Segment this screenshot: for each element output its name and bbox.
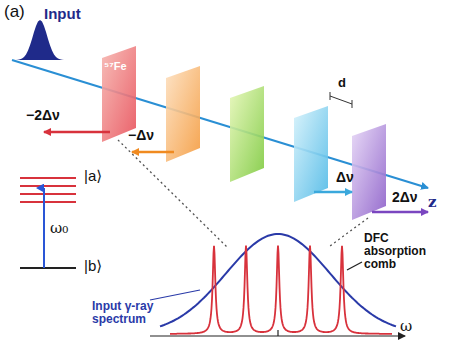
leader-line <box>150 290 200 300</box>
transition-arrow <box>43 188 45 268</box>
input-label: Input <box>44 6 81 23</box>
level-a <box>20 185 76 187</box>
shift-label: −2Δν <box>26 108 60 123</box>
velocity-arrow <box>44 131 110 134</box>
velocity-arrow <box>132 151 174 154</box>
input-pulse <box>8 20 72 60</box>
velocity-arrow <box>314 191 352 194</box>
shift-label: Δν <box>336 170 354 185</box>
level-a <box>20 201 76 203</box>
spectrum-label: Input γ-ray spectrum <box>92 300 172 326</box>
leader-line <box>347 262 362 270</box>
fe-plate <box>352 124 386 220</box>
spacing-mark <box>330 92 352 108</box>
state-label: |b⟩ <box>84 258 102 275</box>
transition-label: ω₀ <box>50 220 68 237</box>
absorption-comb <box>170 246 392 334</box>
fe-plate <box>230 86 264 182</box>
dotted-guide <box>330 218 368 246</box>
level-a <box>20 177 76 179</box>
axis-label: ω <box>400 318 412 335</box>
shift-label: −Δν <box>128 128 154 143</box>
fe-plate <box>166 66 200 162</box>
velocity-arrow <box>372 211 428 214</box>
comb-label: DFC absorption comb <box>364 232 436 272</box>
fe-plate <box>294 106 328 202</box>
dotted-guide <box>118 140 228 248</box>
state-label: |a⟩ <box>84 168 102 185</box>
level-a <box>20 193 76 195</box>
spacing-label: d <box>338 76 346 90</box>
isotope-label: ⁵⁷Fe <box>104 60 127 72</box>
axis-tick <box>277 330 278 336</box>
panel-label: (a) <box>4 3 25 22</box>
shift-label: 2Δν <box>392 190 418 205</box>
level-b <box>20 267 76 269</box>
axis-label: z <box>428 194 437 211</box>
